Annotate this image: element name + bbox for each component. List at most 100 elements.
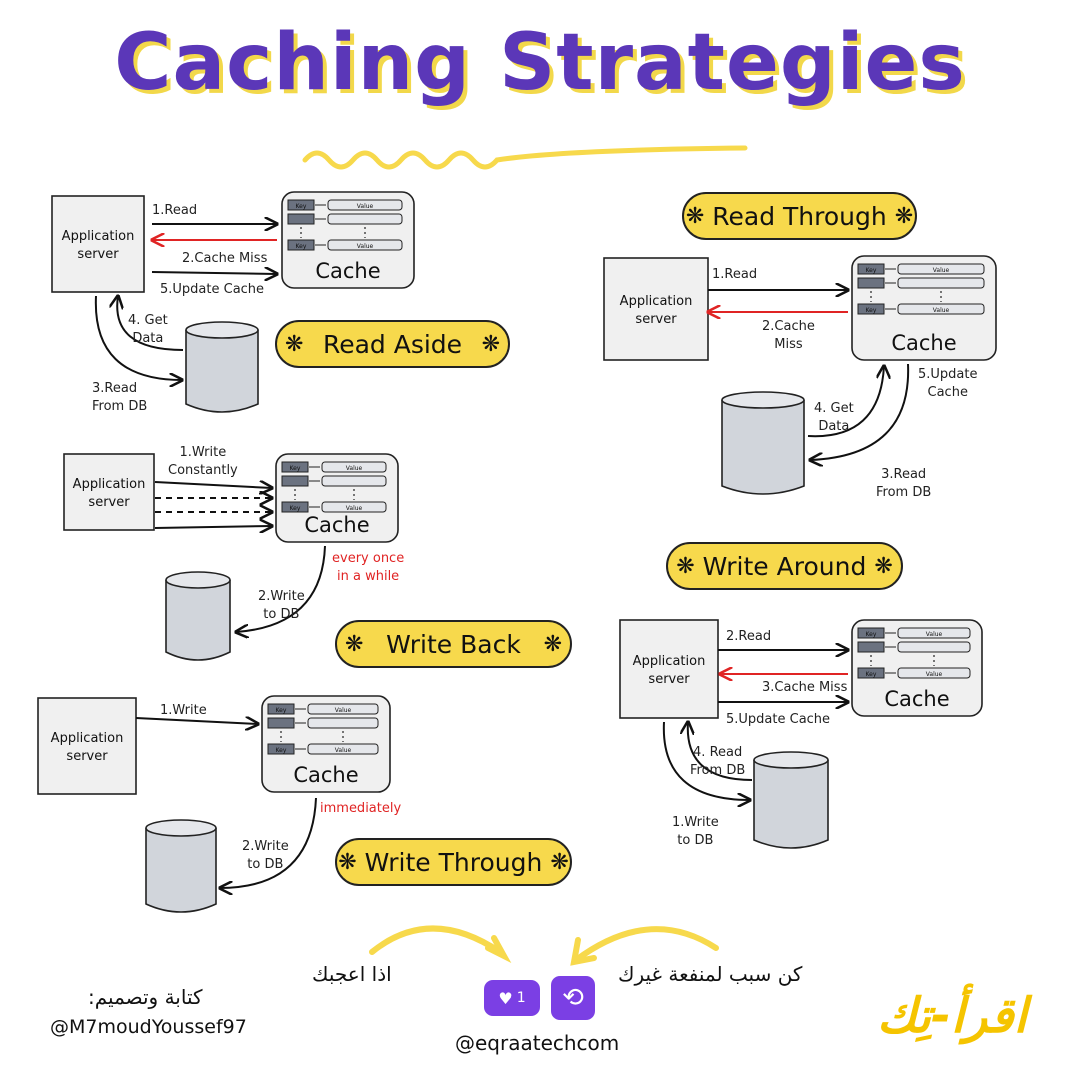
star-icon: ❋ — [543, 631, 562, 657]
cache-key — [857, 667, 885, 679]
cache-key — [857, 641, 885, 653]
cache-key — [287, 239, 315, 251]
arrow-write — [135, 718, 258, 724]
cache-value — [307, 717, 379, 729]
label-write: 1.Write — [160, 703, 207, 718]
cache-key — [281, 501, 309, 513]
arrow-write — [154, 526, 272, 528]
heart-icon: ♥ — [498, 988, 513, 1008]
cache-key — [281, 475, 309, 487]
footer-arrow-left — [369, 925, 503, 955]
pill-label: Read Aside — [322, 329, 463, 359]
star-icon: ❋ — [685, 203, 705, 229]
cache-label: Cache — [293, 763, 358, 787]
app-server-label: server — [648, 672, 690, 687]
cache-value — [897, 263, 985, 275]
cache-key — [287, 213, 315, 225]
key-label: Key — [866, 267, 877, 274]
database-top — [721, 391, 805, 409]
cache-key — [857, 303, 885, 315]
key-label: Key — [866, 307, 877, 314]
like-text: اذا اعجبك — [312, 962, 392, 986]
database-icon — [753, 760, 829, 849]
database-icon — [721, 400, 805, 495]
arrow-update-cache — [151, 272, 277, 274]
app-server-label: Application — [62, 229, 135, 244]
app-server-label: server — [635, 312, 677, 327]
app-server-box — [619, 619, 719, 719]
cache-value — [327, 213, 403, 225]
cache-key — [267, 743, 295, 755]
cache-label: Cache — [304, 513, 369, 537]
app-server-label: server — [88, 495, 130, 510]
app-server-label: Application — [73, 477, 146, 492]
star-icon: ❋ — [481, 331, 500, 357]
arrow-update-cache — [807, 366, 884, 438]
app-server-label: server — [66, 749, 108, 764]
cache-value — [321, 461, 387, 473]
pill-write-through: ❋ Write Through ❋ — [335, 838, 572, 886]
star-icon: ❋ — [338, 849, 357, 875]
repost-button[interactable]: ⟲ — [551, 976, 595, 1020]
key-label: Key — [296, 243, 307, 250]
footer-arrowhead-left — [485, 935, 512, 964]
cache-label: Cache — [315, 259, 380, 283]
app-server-label: Application — [633, 654, 706, 669]
key-label: Key — [866, 631, 877, 638]
database-icon — [185, 330, 259, 413]
star-icon: ❋ — [345, 631, 364, 657]
cache-key — [287, 199, 315, 211]
key-label: Key — [290, 465, 301, 472]
arrow-read-db — [688, 722, 753, 781]
key-label: Key — [276, 747, 287, 754]
database-top — [753, 751, 829, 769]
cache-value — [897, 627, 971, 639]
cache-value — [321, 501, 387, 513]
value-label: Value — [933, 267, 950, 274]
arrow-read-db — [94, 295, 182, 380]
footer-arrow-right — [573, 926, 719, 963]
value-label: Value — [357, 243, 374, 250]
pill-label: Write Around — [702, 551, 867, 581]
like-count: 1 — [516, 990, 526, 1006]
arrow-write-db — [236, 545, 326, 632]
label-update-cache: 5.Update Cache — [160, 282, 265, 297]
pill-read-through: ❋ Read Through ❋ — [682, 192, 917, 240]
cache-value — [321, 475, 387, 487]
label-read: 2.Read — [726, 629, 772, 644]
arrow-get-data — [117, 296, 184, 351]
database-icon — [145, 828, 217, 913]
author-handle: @M7moudYoussef97 — [50, 1016, 247, 1038]
cache-value — [307, 743, 379, 755]
arrow-read-db — [810, 363, 910, 460]
label-update-cache: 5.Update Cache — [726, 712, 831, 727]
app-server-label: server — [77, 247, 119, 262]
label-cache-miss: 3.Cache Miss — [762, 680, 848, 695]
page-title: Caching Strategies — [114, 18, 966, 108]
key-label: Key — [290, 505, 301, 512]
cache-value — [327, 239, 403, 251]
like-badge[interactable]: ♥ 1 — [484, 980, 540, 1016]
pill-write-around: ❋ Write Around ❋ — [666, 542, 903, 590]
database-top — [185, 321, 259, 339]
value-label: Value — [346, 465, 363, 472]
arrow-write-db — [662, 721, 750, 800]
cache-value — [327, 199, 403, 211]
value-label: Value — [346, 505, 363, 512]
star-icon: ❋ — [285, 331, 304, 357]
cache-key — [857, 277, 885, 289]
key-label: Key — [296, 203, 307, 210]
repost-icon: ⟲ — [562, 983, 584, 1013]
pill-read-aside: ❋ Read Aside ❋ — [275, 320, 510, 368]
pill-label: Write Back — [386, 629, 521, 659]
cache-label: Cache — [891, 331, 956, 355]
value-label: Value — [926, 671, 943, 678]
